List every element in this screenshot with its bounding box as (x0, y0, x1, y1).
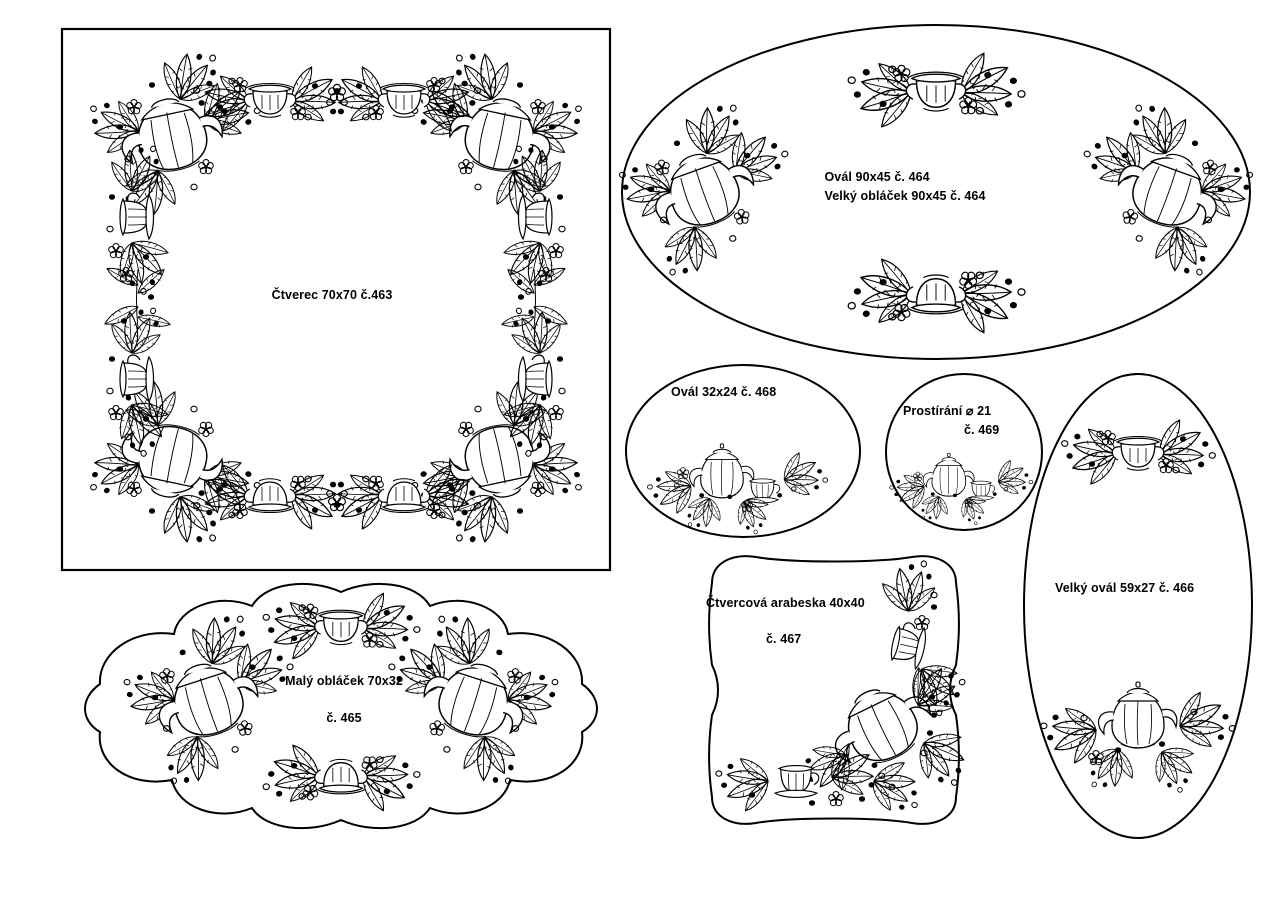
label-463: Čtverec 70x70 č.463 (272, 288, 393, 302)
pattern-square-463[interactable] (60, 27, 612, 572)
label-466: Velký ovál 59x27 č. 466 (1055, 581, 1194, 595)
pattern-oval-468[interactable] (624, 363, 862, 539)
label-469-line-2: č. 469 (964, 423, 1000, 437)
label-466-line-1: Velký ovál 59x27 č. 466 (1055, 581, 1195, 595)
label-469: Prostírání ⌀ 21 č. 469 (903, 403, 999, 437)
cloud-465-outline (84, 582, 598, 830)
oval-464-outline (621, 24, 1251, 360)
label-468-line-1: Ovál 32x24 č. 468 (671, 385, 777, 399)
label-465: Malý obláček 70x32 č. 465 (285, 674, 403, 725)
label-467-line-1: Čtvercová arabeska 40x40 (706, 596, 865, 610)
label-469-line-1: Prostírání ⌀ 21 (903, 404, 992, 418)
label-467-line-2: č. 467 (766, 632, 802, 646)
label-464: Ovál 90x45 č. 464 Velký obláček 90x45 č.… (824, 170, 985, 203)
label-465-line-2: č. 465 (326, 711, 362, 725)
label-463-line-1: Čtverec 70x70 č.463 (271, 288, 393, 302)
label-465-line-1: Malý obláček 70x32 (285, 674, 403, 688)
pattern-circle-469[interactable] (884, 372, 1044, 532)
label-464-line-2: Velký obláček 90x45 č. 464 (824, 189, 986, 203)
label-464-line-1: Ovál 90x45 č. 464 (824, 170, 930, 184)
label-468: Ovál 32x24 č. 468 (671, 385, 776, 399)
label-467: Čtvercová arabeska 40x40 č. 467 (706, 596, 865, 646)
pattern-arabesque-467[interactable] (686, 537, 982, 843)
pattern-oval-464[interactable] (620, 22, 1252, 362)
circle-469-outline (885, 373, 1043, 531)
pattern-cloud-465[interactable] (72, 580, 610, 830)
pattern-oval-466[interactable] (1022, 372, 1254, 840)
